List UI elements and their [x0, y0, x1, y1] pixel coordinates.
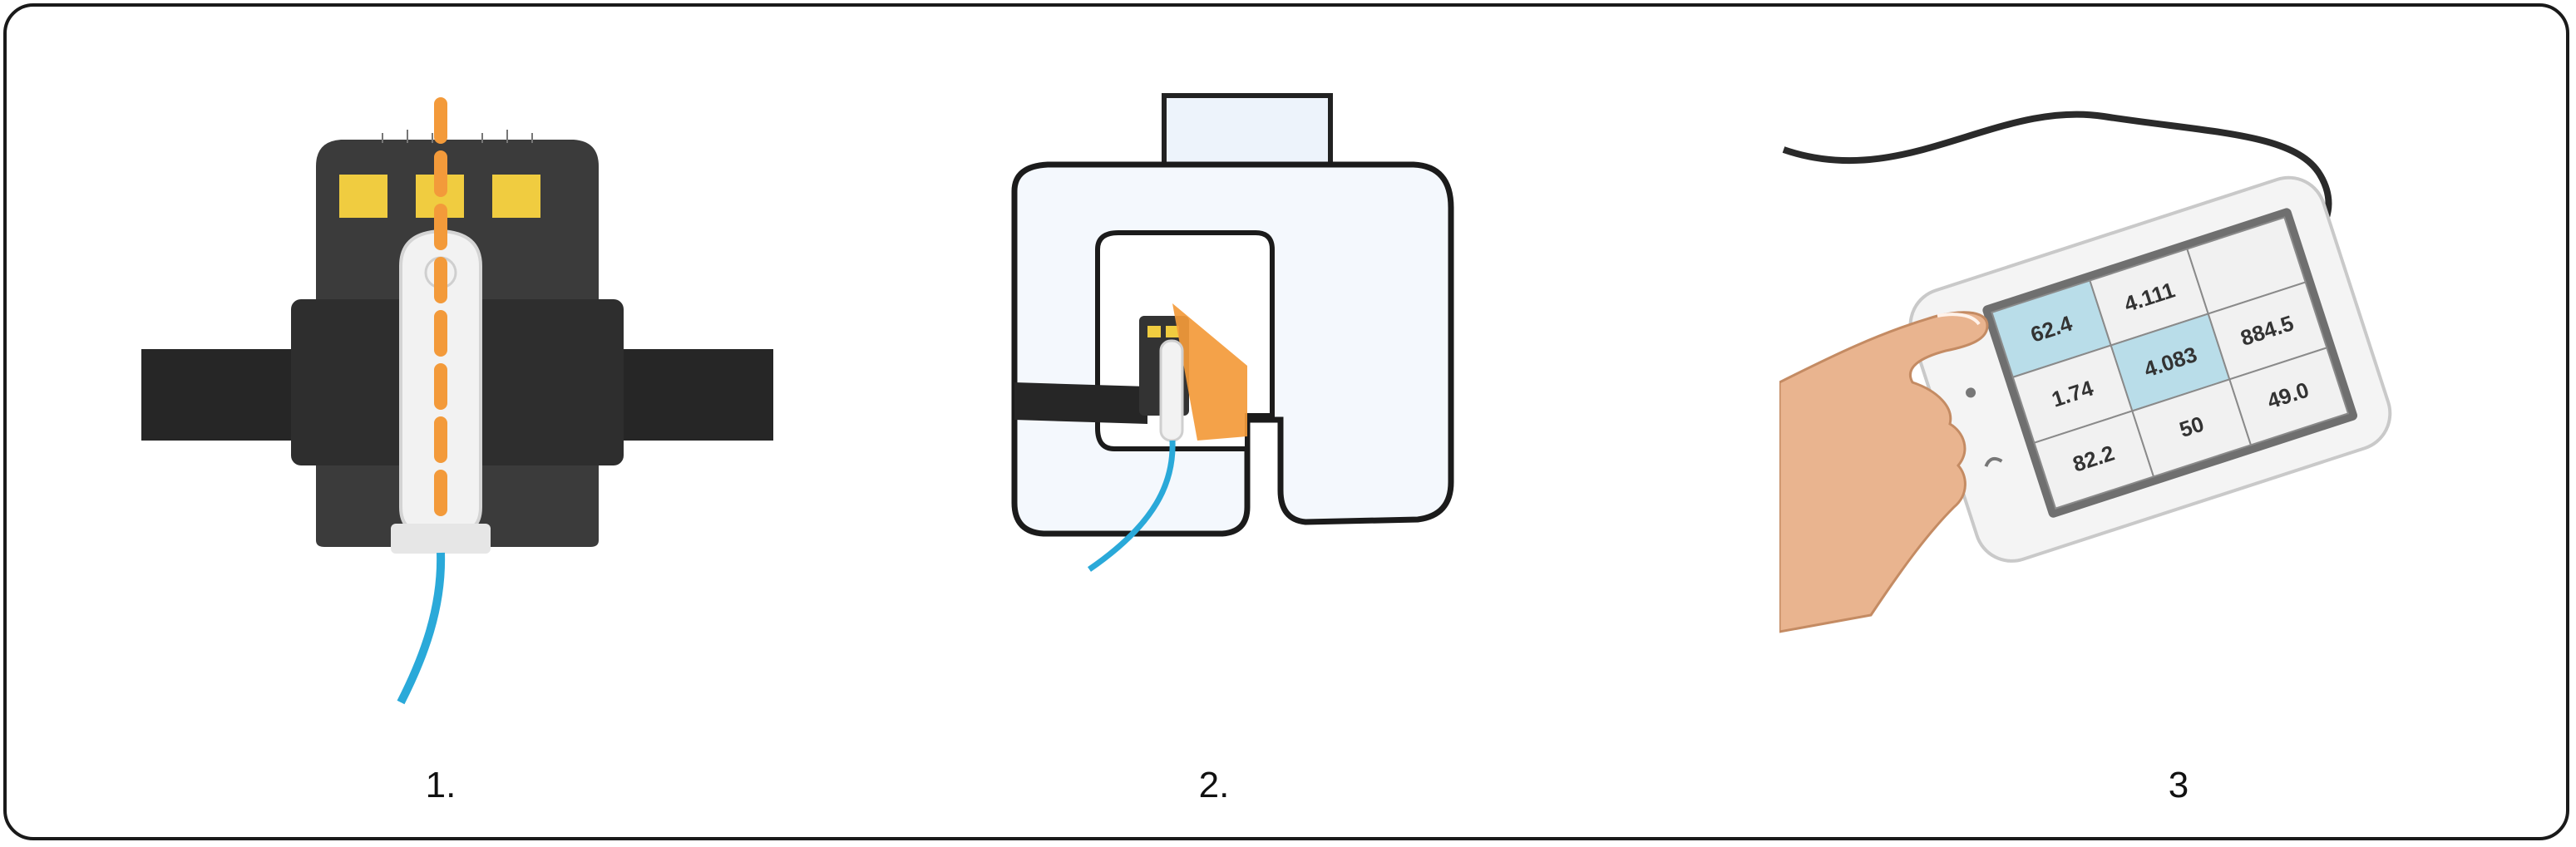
meter-device: 62.4 4.111 1.74 4.083 884.5 82.2 50 49.0 [1901, 168, 2400, 570]
sensor-cable [401, 553, 441, 702]
panel-1-sensor-holder [133, 91, 782, 707]
step-2-label: 2. [1131, 765, 1297, 806]
contact-pad-right [492, 175, 540, 218]
sensor-in-unit [1161, 341, 1182, 441]
sensor-holder-illustration [133, 91, 782, 707]
step-1-label: 1. [358, 765, 524, 806]
holder-strap [1014, 382, 1147, 424]
step-3-label: 3 [2095, 765, 2262, 806]
contact-pad-left [339, 175, 387, 218]
right-strap [607, 349, 773, 441]
panel-2-xray-unit [998, 91, 1480, 590]
xray-unit-illustration [998, 91, 1480, 590]
sensor-clip [391, 524, 491, 554]
panel-3-touchscreen-meter: 62.4 4.111 1.74 4.083 884.5 82.2 50 49.0 [1779, 66, 2411, 698]
meter-illustration: 62.4 4.111 1.74 4.083 884.5 82.2 50 49.0 [1779, 66, 2411, 698]
left-strap [141, 349, 308, 441]
